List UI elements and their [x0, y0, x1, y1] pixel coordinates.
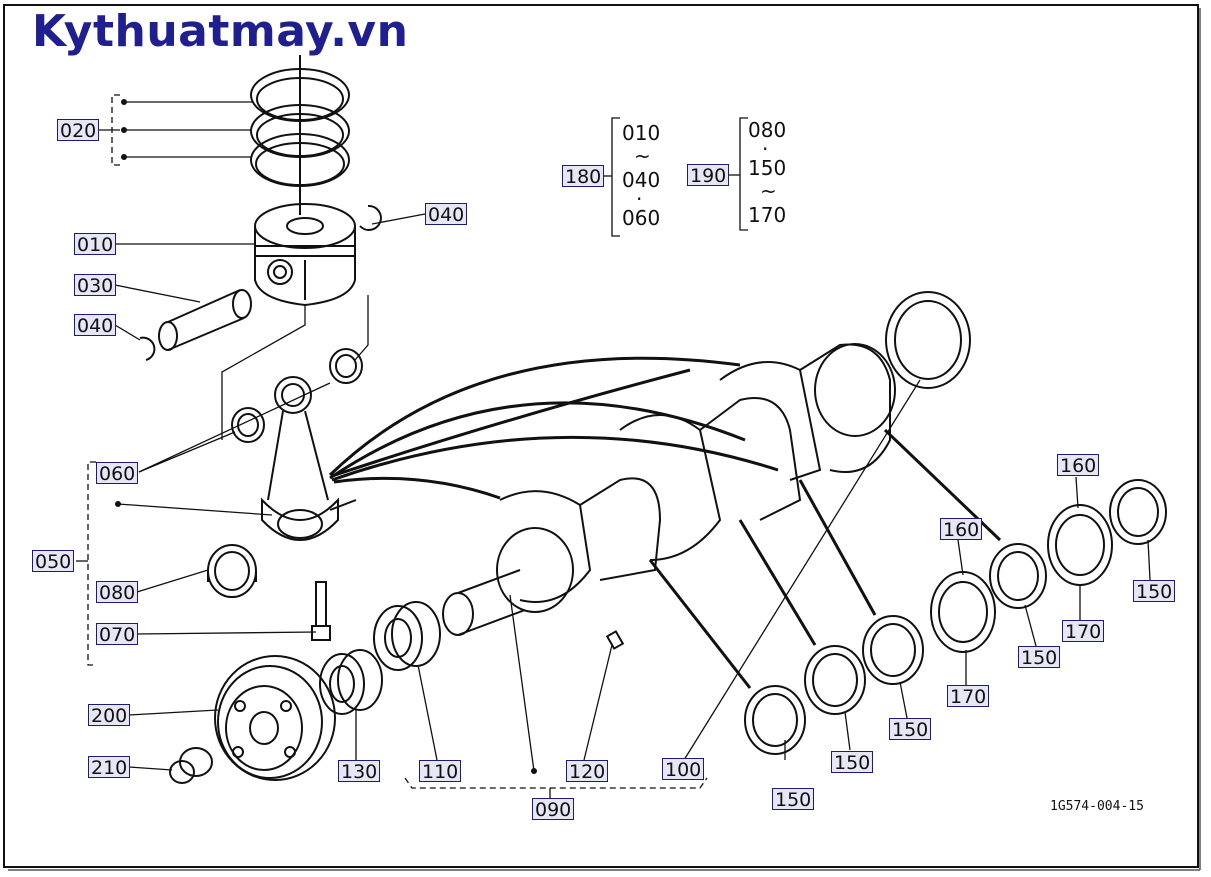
- set-190-item-3: 150: [748, 156, 787, 180]
- callout-040-right: 040: [425, 203, 468, 226]
- callout-090: 090: [532, 798, 575, 821]
- piston: [254, 203, 356, 307]
- callout-060: 060: [96, 462, 139, 485]
- bushings: [231, 348, 363, 443]
- callout-150-e: 150: [1133, 580, 1176, 603]
- callout-150-c: 150: [889, 718, 932, 741]
- callout-160-b: 160: [1057, 454, 1100, 477]
- circlip-lower: [139, 336, 156, 361]
- callout-180: 180: [562, 165, 605, 188]
- drawing-code: 1G574-004-15: [1050, 799, 1144, 814]
- callout-170-b: 170: [1062, 620, 1105, 643]
- callout-160-a: 160: [940, 518, 983, 541]
- callout-120: 120: [566, 760, 609, 783]
- piston-pin: [158, 289, 252, 351]
- callout-150-a: 150: [772, 788, 815, 811]
- callout-080: 080: [96, 581, 139, 604]
- callout-150-d: 150: [1018, 646, 1061, 669]
- oil-seal: [885, 291, 971, 389]
- callout-100: 100: [662, 758, 705, 781]
- set-180-item-2: ~: [634, 144, 651, 168]
- gear-130: [319, 649, 383, 715]
- brand-logo: Kythuatmay.vn: [32, 6, 409, 57]
- callout-170-a: 170: [947, 685, 990, 708]
- callout-130: 130: [338, 760, 381, 783]
- crankshaft: [442, 343, 896, 636]
- set-180-item-3: 040: [622, 168, 661, 192]
- callout-010: 010: [74, 233, 117, 256]
- callout-030: 030: [74, 274, 117, 297]
- callout-020: 020: [57, 119, 100, 142]
- callout-200: 200: [88, 704, 131, 727]
- callout-040-left: 040: [74, 314, 117, 337]
- big-end-bearing: [207, 544, 257, 598]
- crank-pulley: [214, 655, 336, 781]
- set-180-item-1: 010: [622, 121, 661, 145]
- connecting-rod: [261, 376, 357, 541]
- callout-110: 110: [419, 760, 462, 783]
- key: [605, 630, 625, 650]
- set-180-item-5: 060: [622, 206, 661, 230]
- piston-rings: [250, 55, 350, 215]
- set-190-item-4: ~: [760, 179, 777, 203]
- callout-070: 070: [96, 623, 139, 646]
- set-190-item-1: 080: [748, 118, 787, 142]
- callout-150-b: 150: [831, 751, 874, 774]
- set-180-item-4: ·: [636, 187, 643, 211]
- callout-050: 050: [32, 550, 75, 573]
- callout-190: 190: [687, 164, 730, 187]
- set-190-item-5: 170: [748, 203, 787, 227]
- page-border: [3, 4, 1199, 868]
- pulley-bolt: [169, 747, 213, 784]
- main-bearings: [744, 479, 1167, 755]
- circlip-upper: [359, 204, 382, 231]
- callout-210: 210: [88, 756, 131, 779]
- set-190-item-2: ·: [762, 137, 769, 161]
- gear-110: [373, 601, 441, 671]
- rod-bolt: [311, 581, 331, 641]
